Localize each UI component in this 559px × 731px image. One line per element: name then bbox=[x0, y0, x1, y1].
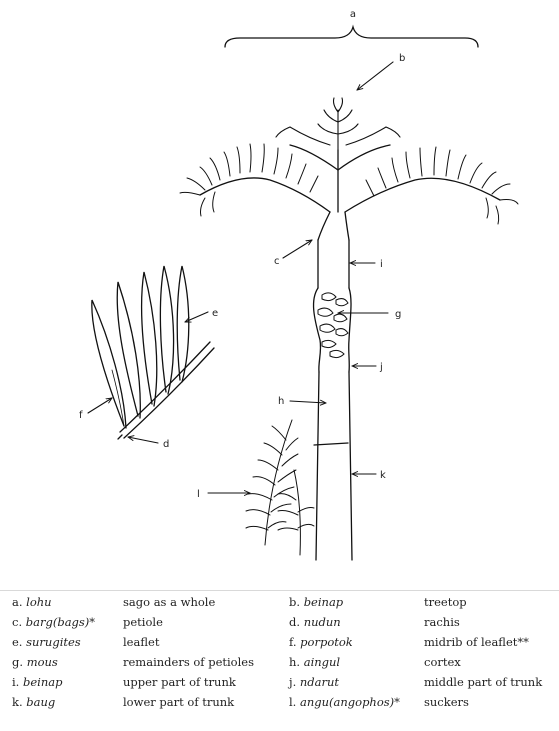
legend-term: b. beinap bbox=[289, 595, 343, 609]
petioles bbox=[200, 145, 500, 212]
legend-key: e. bbox=[12, 635, 22, 649]
legend-term: j. ndarut bbox=[289, 675, 339, 689]
legend-meaning: sago as a whole bbox=[123, 595, 215, 609]
legend-term: g. mous bbox=[12, 655, 58, 669]
legend-term: a. lohu bbox=[12, 595, 52, 609]
legend-term-word: angu(angophos) bbox=[300, 695, 394, 709]
label-e: e bbox=[212, 308, 218, 319]
legend-key: d. bbox=[289, 615, 300, 629]
label-b: b bbox=[399, 53, 405, 64]
legend-meaning: suckers bbox=[424, 695, 469, 709]
leaflet-detail bbox=[92, 266, 214, 439]
legend-term-word: mous bbox=[27, 655, 58, 669]
label-h: h bbox=[278, 396, 284, 407]
legend-term-word: beinap bbox=[304, 595, 343, 609]
legend-term-word: porpotok bbox=[300, 635, 353, 649]
legend-meaning: cortex bbox=[424, 655, 461, 669]
legend-key: b. bbox=[289, 595, 300, 609]
legend-term-word: baug bbox=[26, 695, 55, 709]
legend-meaning: middle part of trunk bbox=[424, 675, 542, 689]
legend-row: k. baug lower part of trunk l. angu(angoph… bbox=[0, 691, 559, 711]
legend-row: c. barg(bags)* petiole d. nudun rachis bbox=[0, 611, 559, 631]
legend-row: e. surugites leaflet f. porpotok midrib of … bbox=[0, 631, 559, 651]
suckers bbox=[246, 420, 314, 555]
legend-key: j. bbox=[289, 675, 296, 689]
legend-key: a. bbox=[12, 595, 23, 609]
legend-meaning: treetop bbox=[424, 595, 467, 609]
figure-letters: a b c i e g j h f d k l bbox=[79, 9, 405, 500]
label-c: c bbox=[274, 256, 280, 267]
label-d: d bbox=[163, 439, 169, 450]
legend-key: h. bbox=[289, 655, 300, 669]
label-a: a bbox=[350, 9, 356, 20]
legend-meaning: upper part of trunk bbox=[123, 675, 236, 689]
legend-row: i. beinap upper part of trunk j. ndarut mid… bbox=[0, 671, 559, 691]
legend-term: i. beinap bbox=[12, 675, 62, 689]
legend-term-word: nudun bbox=[304, 615, 341, 629]
legend-row: g. mous remainders of petioles h. aingul co… bbox=[0, 651, 559, 671]
legend-key: l. bbox=[289, 695, 296, 709]
legend-term-word: barg(bags) bbox=[26, 615, 90, 629]
label-l: l bbox=[197, 489, 200, 500]
legend-meaning: remainders of petioles bbox=[123, 655, 254, 669]
treetop bbox=[276, 98, 400, 150]
legend-term: e. surugites bbox=[12, 635, 81, 649]
legend-term: c. barg(bags)* bbox=[12, 615, 95, 629]
label-j: j bbox=[379, 362, 383, 373]
legend-key: i. bbox=[12, 675, 19, 689]
label-i: i bbox=[380, 259, 383, 270]
legend-meaning: leaflet bbox=[123, 635, 159, 649]
legend-key: c. bbox=[12, 615, 22, 629]
legend-term-suffix: * bbox=[89, 615, 95, 629]
legend-term: h. aingul bbox=[289, 655, 340, 669]
brace-a bbox=[225, 27, 478, 47]
trunk bbox=[314, 212, 352, 560]
legend-term-word: lohu bbox=[26, 595, 51, 609]
legend-meaning: midrib of leaflet** bbox=[424, 635, 529, 649]
legend-term-suffix: * bbox=[394, 695, 400, 709]
legend-meaning: rachis bbox=[424, 615, 460, 629]
legend-term: k. baug bbox=[12, 695, 55, 709]
sago-palm-diagram: a b c i e g j h f d k l bbox=[0, 0, 559, 570]
legend-meaning: petiole bbox=[123, 615, 163, 629]
legend-row: a. lohu sago as a whole b. beinap treetop bbox=[0, 591, 559, 611]
legend-term-word: ndarut bbox=[300, 675, 339, 689]
legend-term-word: beinap bbox=[23, 675, 62, 689]
legend-key: k. bbox=[12, 695, 23, 709]
frond-left bbox=[180, 144, 318, 216]
legend-term: f. porpotok bbox=[289, 635, 353, 649]
legend-term-word: aingul bbox=[304, 655, 340, 669]
legend-term-word: surugites bbox=[26, 635, 81, 649]
leaf-scars bbox=[318, 293, 348, 358]
label-k: k bbox=[380, 470, 386, 481]
label-g: g bbox=[395, 309, 401, 320]
label-f: f bbox=[79, 410, 83, 421]
legend-meaning: lower part of trunk bbox=[123, 695, 234, 709]
legend-key: g. bbox=[12, 655, 23, 669]
legend-term: l. angu(angophos)* bbox=[289, 695, 400, 709]
legend-term: d. nudun bbox=[289, 615, 341, 629]
legend-key: f. bbox=[289, 635, 297, 649]
frond-right bbox=[366, 147, 518, 224]
